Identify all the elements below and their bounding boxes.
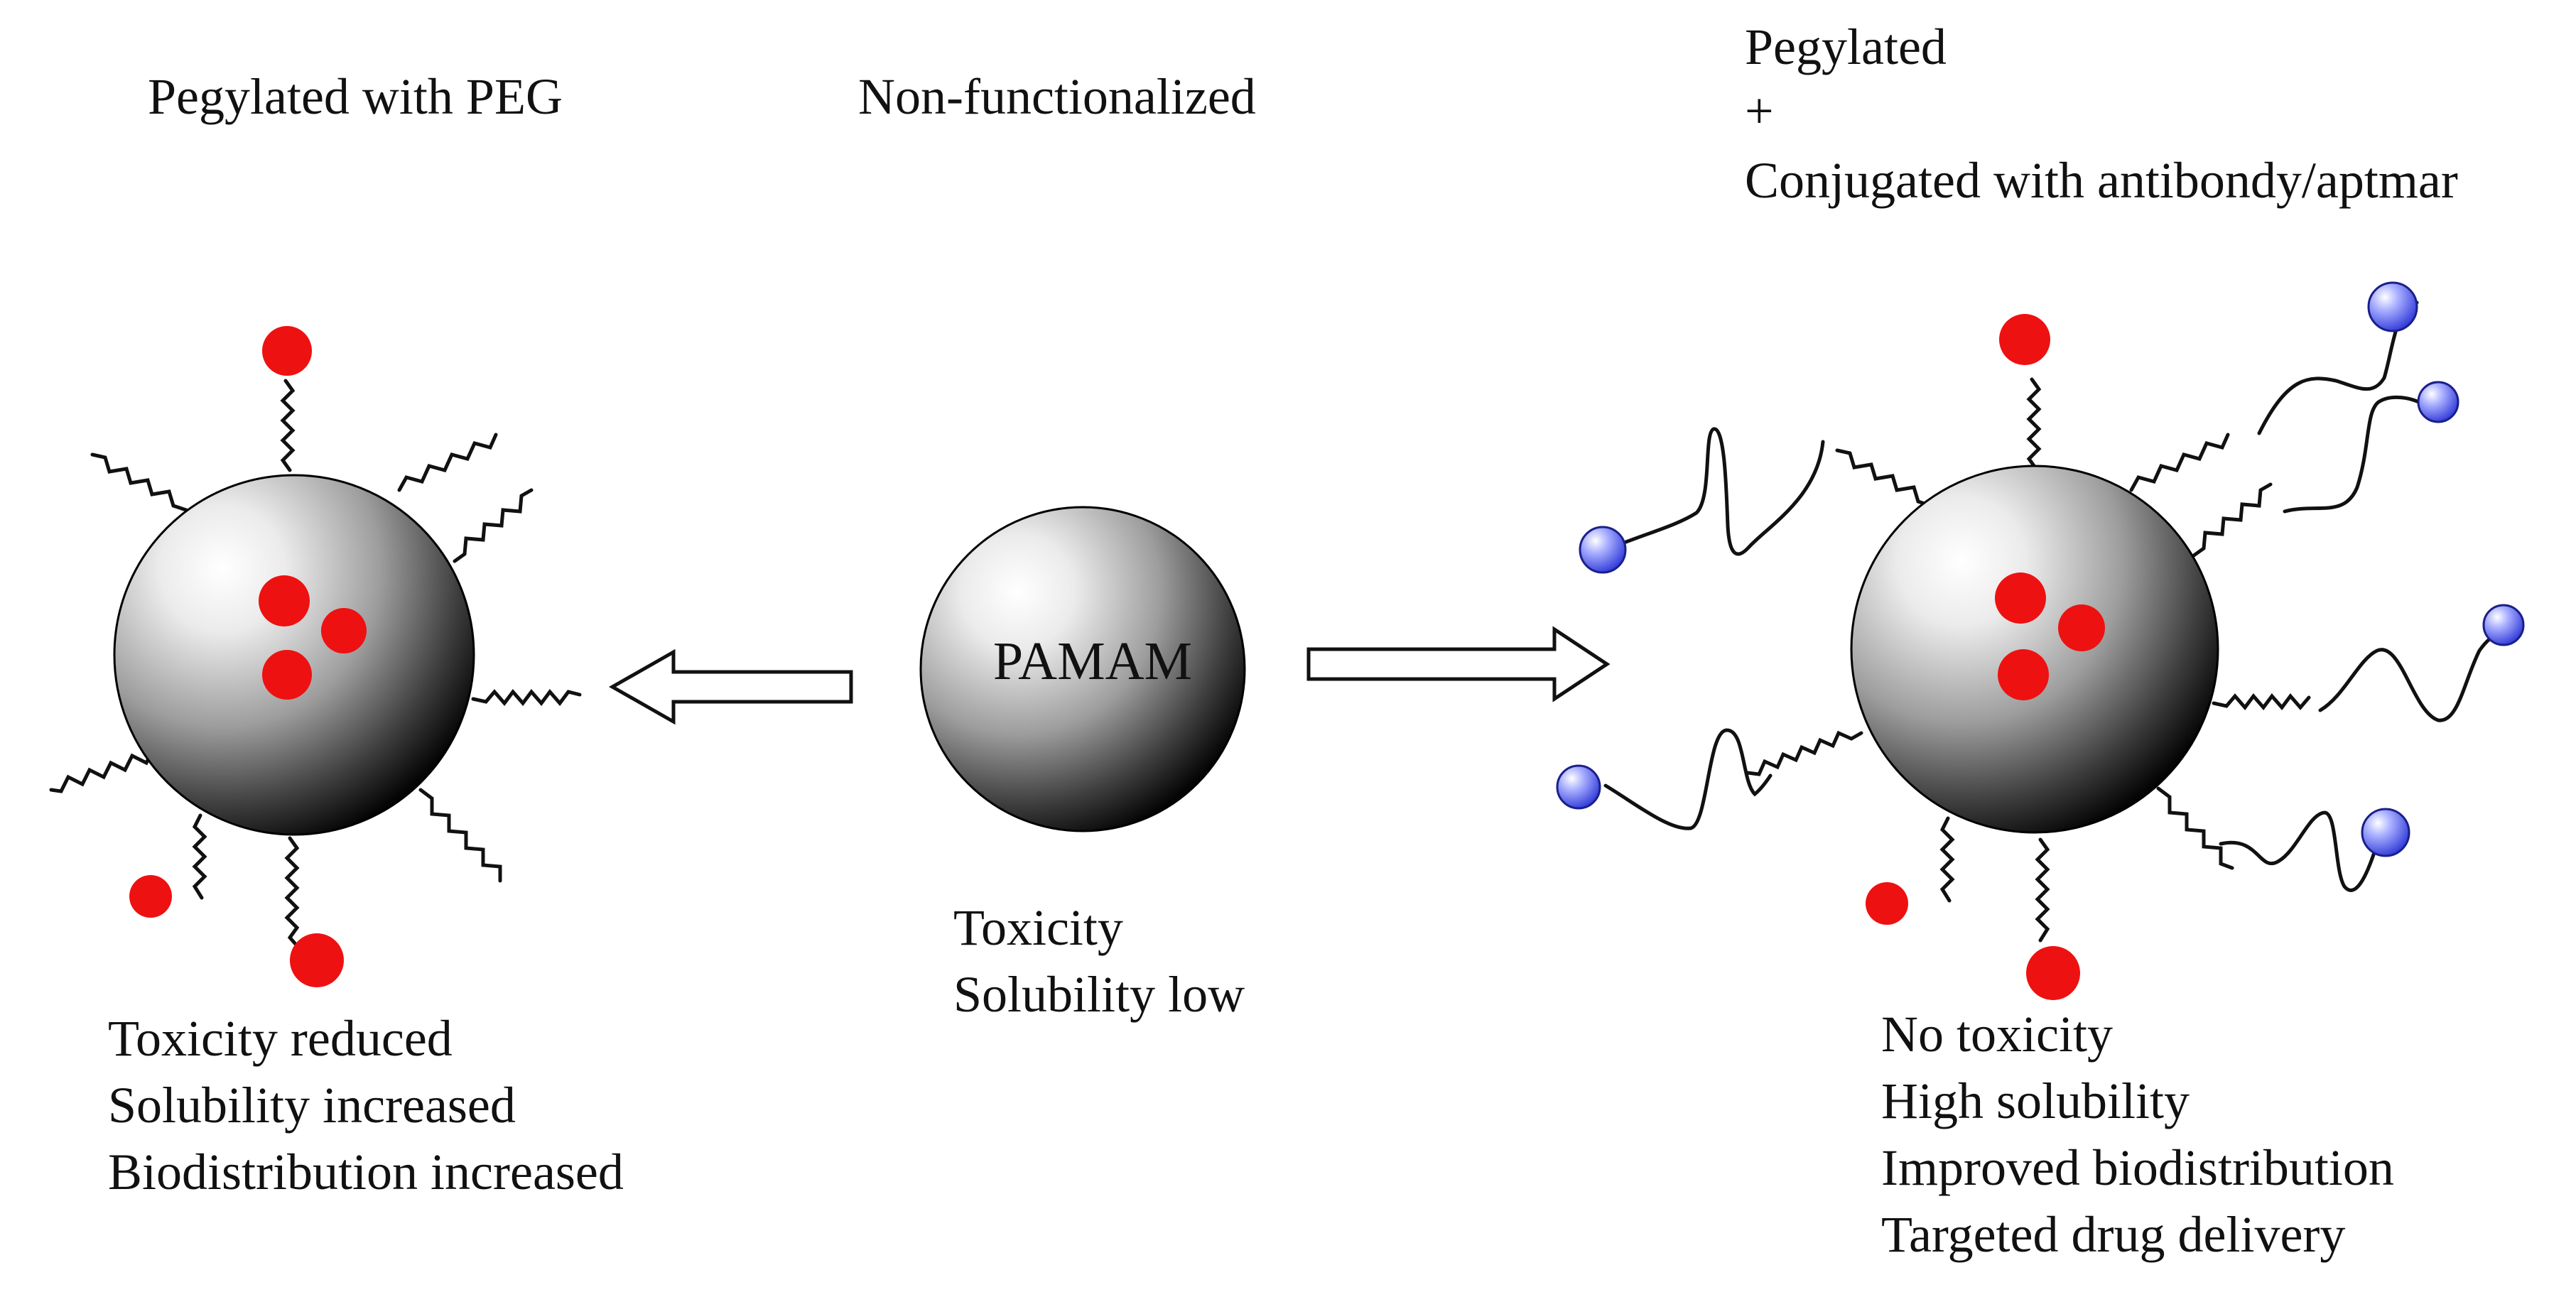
right-heading-line-2: + (1745, 82, 1774, 139)
ligand-linker-lower-left (1603, 728, 1773, 830)
right-property-4: Targeted drug delivery (1881, 1206, 2345, 1263)
ligand-ball-top-right (2367, 281, 2418, 332)
right-heading-line-1: Pegylated (1745, 18, 1947, 75)
left-peg-chain-top (280, 379, 296, 472)
right-core-drug-1 (1995, 572, 2046, 624)
right-arrow (1306, 626, 1611, 702)
ligand-ball-upper-right (2417, 381, 2459, 423)
center-pamam-sphere (919, 506, 1246, 832)
right-peg-chain-lower-right (2156, 786, 2234, 870)
ligand-linker-lower-right (2219, 810, 2381, 892)
ligand-linker-right (2318, 627, 2506, 722)
center-property-2: Solubility low (953, 966, 1245, 1023)
left-core-drug-2 (321, 608, 367, 653)
right-peg-chain-right (2212, 693, 2311, 710)
left-peg-drug-bottom-left (129, 875, 172, 918)
right-core-drug-3 (1998, 649, 2049, 700)
left-arrow (608, 648, 853, 725)
right-property-2: High solubility (1881, 1073, 2190, 1129)
right-property-1: No toxicity (1881, 1006, 2113, 1063)
right-peg-drug-top (1999, 314, 2050, 365)
left-peg-drug-bottom (290, 933, 344, 987)
right-peg-chain-upper-left (1835, 448, 1933, 508)
right-peg-chain-left (1746, 730, 1863, 776)
right-peg-chain-upper-right-1 (2129, 433, 2230, 492)
center-properties: Toxicity Solubility low (953, 899, 1245, 1023)
right-properties: No toxicity High solubility Improved bio… (1881, 1006, 2394, 1263)
left-heading: Pegylated with PEG (148, 68, 563, 125)
left-peg-chain-upper-right (397, 433, 498, 492)
left-property-3: Biodistribution increased (108, 1144, 624, 1200)
right-peg-chain-bottom (2035, 837, 2050, 943)
ligand-ball-lower-left (1556, 764, 1601, 810)
left-property-1: Toxicity reduced (108, 1010, 453, 1067)
center-core-label: PAMAM (993, 631, 1192, 691)
left-peg-chain-right (471, 689, 582, 706)
right-peg-drug-bottom-left (1866, 882, 1908, 925)
right-peg-chains (1746, 377, 2311, 943)
ligand-ball-lower-right (2361, 808, 2410, 857)
left-property-2: Solubility increased (108, 1077, 516, 1134)
left-peg-chain-lower-right (418, 788, 502, 883)
ligand-linker-upper-right (2283, 395, 2426, 514)
ligand-linker-upper-left (1603, 427, 1825, 556)
center-heading: Non-functionalized (858, 68, 1256, 125)
ligand-ball-upper-left (1579, 526, 1627, 574)
left-peg-chain-bottom-left (192, 813, 207, 900)
ligand-ball-right (2482, 604, 2525, 646)
center-property-1: Toxicity (953, 899, 1123, 956)
right-property-3: Improved biodistribution (1881, 1139, 2394, 1196)
left-peg-drug-top (262, 326, 312, 376)
left-properties: Toxicity reduced Solubility increased Bi… (108, 1010, 624, 1200)
right-peg-drug-bottom (2026, 946, 2080, 1000)
left-peg-chain-right-top (453, 488, 534, 563)
right-dendrimer-sphere (1850, 465, 2219, 834)
left-peg-chain-upper-left (90, 452, 188, 512)
right-heading-line-3: Conjugated with antibondy/aptmar (1745, 152, 2458, 209)
left-core-drug-1 (259, 575, 310, 626)
right-peg-chain-bottom-left (1939, 816, 1955, 903)
right-peg-chain-upper-right-2 (2192, 482, 2273, 558)
left-core-drug-3 (262, 650, 312, 700)
right-peg-chain-top (2026, 377, 2042, 471)
right-core-drug-2 (2058, 604, 2105, 651)
left-peg-chain-bottom (284, 836, 302, 951)
